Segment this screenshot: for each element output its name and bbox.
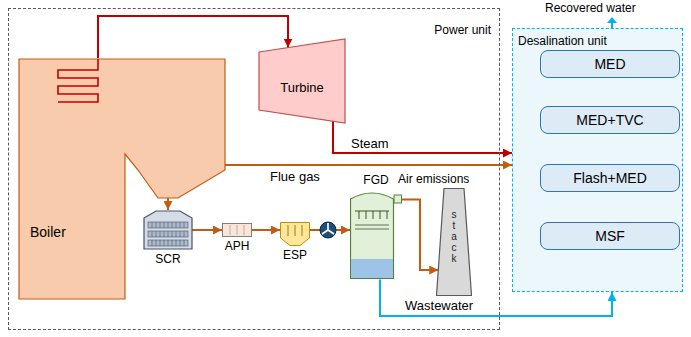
annotation-label: Air emissions [398,172,469,186]
icon-drawing [223,224,252,237]
shape-outline [18,58,228,300]
catalyst-layer [148,222,188,228]
fgd-tower-icon [350,189,402,279]
fan-body [320,222,336,238]
turbine-shape: Turbine [258,38,346,124]
flow-arrow [225,164,512,166]
arrow-head [607,17,617,23]
reactor-body [144,211,192,249]
process-box: MED [540,50,680,78]
heater-body [223,224,252,237]
catalyst-hatch [152,222,184,228]
process-box: MED+TVC [540,106,680,134]
process-box: Flash+MED [540,164,680,192]
outlet-pipe [394,195,402,203]
scr-reactor-icon [140,210,196,250]
desalination-frame: MED MED+TVC Flash+MED MSF Desalination unit [512,28,683,292]
fan-symbol [320,222,336,238]
flow-arrow [333,121,512,153]
precipitator-body [281,223,310,246]
fan-blades [322,223,334,234]
heater-plates [230,225,244,235]
air-preheater-icon [222,223,252,237]
process-box: MSF [540,222,680,250]
node-label: MSF [595,228,625,245]
air-preheater: APH [222,223,252,253]
absorber-tower [351,193,394,279]
boiler-shape: Boiler [18,58,228,300]
node-label: Boiler [30,224,66,241]
node-label: FGD [363,173,388,187]
stack-body [437,189,472,296]
electrostatic-precipitator-icon [280,222,310,246]
node-label: MED+TVC [576,112,643,129]
node-label: APH [225,239,250,253]
precipitator-plates [288,225,302,236]
electrostatic-precipitator: ESP [280,222,310,262]
slurry-pool [351,259,393,278]
steam-coil [58,59,98,102]
scr-reactor: SCR [140,210,196,266]
node-label: MED [594,56,625,73]
node-label: Desalination unit [518,34,607,48]
catalyst-layer [148,240,188,246]
flow-label: Flue gas [270,169,320,185]
flow-label: Steam [351,136,389,152]
node-label: Turbine [258,80,346,96]
node-label: SCR [155,252,180,266]
shape-fill [19,59,225,299]
icon-drawing [144,211,192,249]
flow-arrow [192,229,222,231]
annotation-label: Recovered water [545,1,636,15]
flow-arrow [402,199,438,270]
power-unit-frame: Boiler TurbineSCR APH ESP FGD stack Power unit [8,8,500,330]
fgd-tower: FGD [350,173,402,279]
flow-label: Wastewater [405,298,473,314]
spray-level [355,225,389,229]
shape-fill [259,39,345,123]
node-label: stack [451,209,457,264]
catalyst-hatch [152,240,184,246]
icon-drawing [281,223,310,246]
node-label: Power unit [434,23,491,37]
catalyst-hatch [152,231,184,237]
catalyst-layer [148,231,188,237]
icon-drawing [351,193,402,279]
spray-header [355,211,389,219]
flow-arrow [167,198,169,210]
icon-drawing [437,189,472,296]
stack-chimney: stack [436,188,472,296]
node-label: ESP [283,248,307,262]
flow-arrow [252,229,280,231]
recovered-water-arrow [607,17,617,28]
node-label: Flash+MED [573,170,647,187]
